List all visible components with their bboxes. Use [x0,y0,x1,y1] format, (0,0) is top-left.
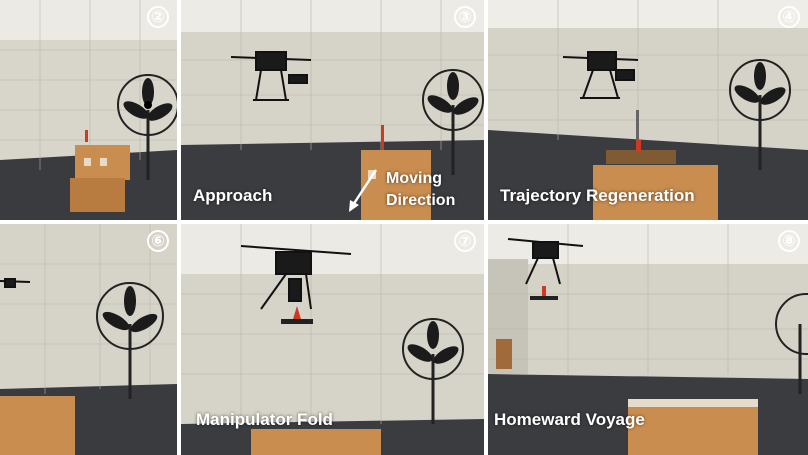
photo-panel-2: ② [0,0,177,220]
scene-photo [488,224,808,455]
scene-photo [181,0,484,220]
step-number-badge: ④ [778,6,800,28]
step-number-badge: ② [147,6,169,28]
scene-photo [488,0,808,220]
moving-label-line2: Direction [386,192,456,209]
step-number-badge: ⑦ [454,230,476,252]
photo-panel-7: ⑦ Manipulator Fold [181,224,484,455]
step-caption: Homeward Voyage [494,410,645,429]
photo-panel-4: ④ Trajectory Regeneration [488,0,808,220]
step-number-badge: ⑥ [147,230,169,252]
scene-photo [181,224,484,455]
step-number-badge: ③ [454,6,476,28]
moving-label-line1: Moving [386,170,442,187]
step-caption: Approach [193,186,273,205]
photo-panel-8: ⑧ Homeward Voyage [488,224,808,455]
step-caption: Manipulator Fold [196,410,333,429]
moving-direction-label: Moving Direction [386,168,455,212]
step-caption: Trajectory Regeneration [500,186,695,205]
photo-panel-3: ③ Approach Moving Direction [181,0,484,220]
step-number-badge: ⑧ [778,230,800,252]
photo-panel-6: ⑥ [0,224,177,455]
scene-photo [0,224,177,455]
scene-photo [0,0,177,220]
